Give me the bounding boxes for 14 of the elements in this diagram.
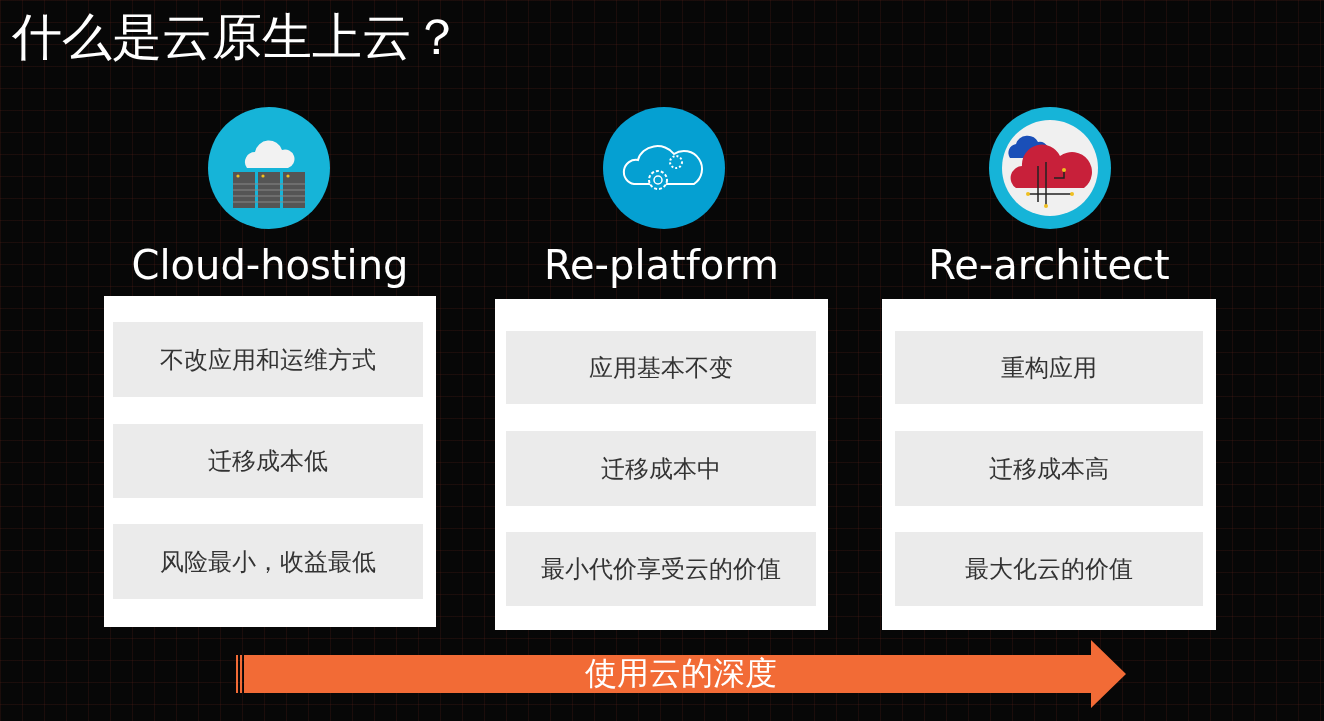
heading: Cloud-hosting bbox=[130, 241, 410, 290]
title: 什么是云原生上云？ bbox=[12, 7, 462, 68]
arrow-label: 使用云的深度 bbox=[585, 653, 777, 694]
text-cell: 重构应用 bbox=[895, 331, 1203, 404]
text-cell: 应用基本不变 bbox=[506, 331, 816, 404]
heading: Re-architect bbox=[927, 241, 1171, 290]
text-cell: 迁移成本低 bbox=[113, 424, 423, 498]
heading: Re-platform bbox=[543, 241, 780, 290]
text-cell: 不改应用和运维方式 bbox=[113, 322, 423, 397]
text-cell: 最小代价享受云的价值 bbox=[506, 532, 816, 606]
text-cell: 迁移成本高 bbox=[895, 431, 1203, 506]
text-cell: 风险最小，收益最低 bbox=[113, 524, 423, 599]
text-cell: 最大化云的价值 bbox=[895, 532, 1203, 606]
text-cell: 迁移成本中 bbox=[506, 431, 816, 506]
